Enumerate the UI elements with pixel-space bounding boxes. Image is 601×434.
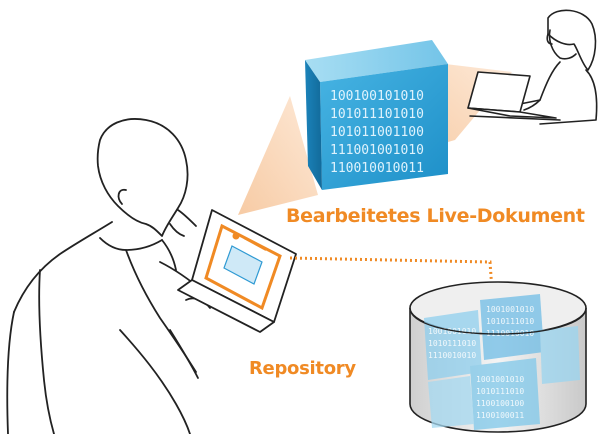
svg-text:1001001010: 1001001010	[486, 305, 534, 314]
repository-cylinder: 1001001010 1010111010 1110010010 1001001…	[409, 281, 587, 433]
svg-text:1010111010: 1010111010	[486, 317, 534, 326]
connector-to-repository	[289, 256, 494, 291]
svg-text:1100100011: 1100100011	[476, 411, 524, 420]
svg-text:1001001010: 1001001010	[476, 375, 524, 384]
cube-binary-row: 111001001010	[330, 143, 424, 158]
svg-text:1100100100: 1100100100	[476, 399, 524, 408]
cube-binary-row: 110010010011	[330, 161, 424, 176]
cube-binary-row: 101011101010	[330, 107, 424, 122]
beam-to-cube	[238, 96, 318, 215]
cube-binary-row: 100100101010	[330, 89, 424, 104]
cube-binary-row: 101011001100	[330, 125, 424, 140]
repository-label: Repository	[249, 358, 356, 379]
binary-cube: 100100101010 101011101010 101011001100 1110…	[305, 40, 448, 190]
svg-text:1010111010: 1010111010	[428, 339, 476, 348]
laptop-screen-document	[204, 223, 282, 311]
svg-text:1010111010: 1010111010	[476, 387, 524, 396]
live-document-label: Bearbeitetes Live-Dokument	[286, 205, 585, 227]
svg-text:1110010010: 1110010010	[428, 351, 476, 360]
woman-laptop-figure	[467, 9, 598, 125]
svg-text:1001001010: 1001001010	[428, 327, 476, 336]
cube-binary-rows: 100100101010 101011101010 101011001100 1110…	[330, 89, 424, 176]
